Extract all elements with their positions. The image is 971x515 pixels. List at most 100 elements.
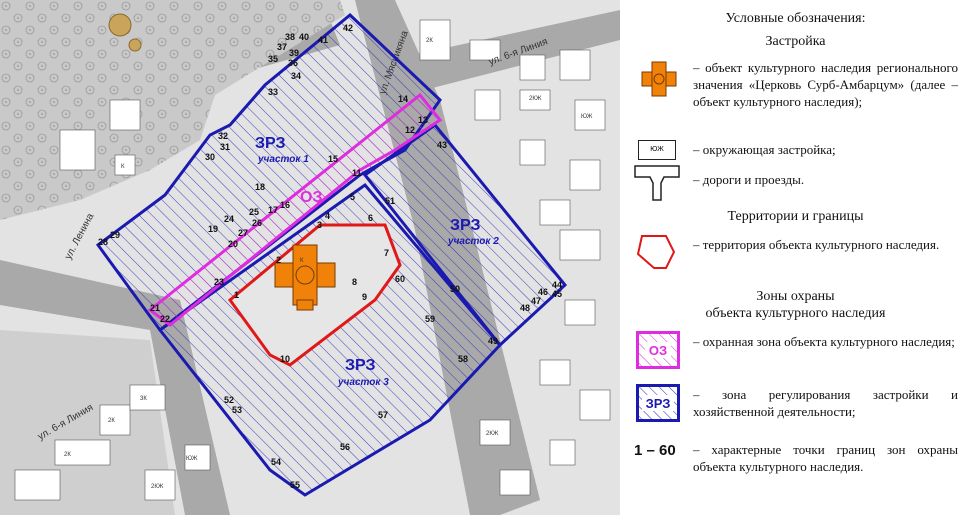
svg-text:2К: 2К: [64, 452, 71, 458]
svg-text:К: К: [121, 164, 125, 170]
legend-oz-text: – охранная зона объекта культурного насл…: [693, 334, 955, 349]
legend-title: Условные обозначения:: [725, 11, 866, 26]
point-label: 9: [362, 292, 367, 302]
zone-label-oz: ОЗ: [300, 189, 322, 206]
point-label: 28: [98, 237, 108, 247]
point-label: 31: [220, 142, 230, 152]
fountain-small: [128, 38, 142, 52]
zone-zrz-3[interactable]: [157, 182, 503, 497]
zone-label-zrz2: ЗРЗ: [450, 217, 481, 234]
point-label: 33: [268, 87, 278, 97]
point-label: 3: [317, 220, 322, 230]
point-label: 49: [488, 336, 498, 346]
territory-symbol: [636, 235, 676, 269]
point-label: 10: [280, 354, 290, 364]
point-label: 52: [224, 395, 234, 405]
point-label: 35: [268, 54, 278, 64]
point-label: 6: [368, 213, 373, 223]
point-label: 7: [384, 248, 389, 258]
point-label: 57: [378, 410, 388, 420]
point-label: 42: [343, 23, 353, 33]
point-label: 4: [325, 211, 330, 221]
zone-sub-zrz1: участок 1: [257, 154, 309, 165]
point-label: 53: [232, 405, 242, 415]
svg-text:2КЖ: 2КЖ: [486, 431, 499, 437]
point-label: 27: [238, 228, 248, 238]
point-label: 60: [395, 274, 405, 284]
point-label: 2: [276, 255, 281, 265]
point-label: 14: [398, 94, 408, 104]
svg-text:2КЖ: 2КЖ: [529, 96, 542, 102]
svg-text:ЗРЗ: ЗРЗ: [646, 396, 671, 411]
point-label: 8: [352, 277, 357, 287]
point-label: 34: [291, 71, 301, 81]
svg-text:3К: 3К: [140, 396, 147, 402]
point-label: 18: [255, 182, 265, 192]
point-label: 46: [538, 287, 548, 297]
point-label: 38: [285, 32, 295, 42]
point-label: 44: [552, 280, 562, 290]
legend-zrz-text: – зона регулирования застройки и хозяйст…: [693, 387, 958, 419]
zone-sub-zrz3: участок 3: [337, 377, 389, 388]
point-label: 1: [234, 290, 239, 300]
zone-label-zrz3: ЗРЗ: [345, 357, 376, 374]
point-label: 5: [350, 192, 355, 202]
surround-building-symbol: ЮЖ: [638, 140, 676, 160]
church-code: К: [300, 258, 304, 264]
point-label: 30: [205, 152, 215, 162]
point-label: 20: [228, 239, 238, 249]
point-label: 45: [552, 289, 562, 299]
point-label: 19: [208, 224, 218, 234]
legend-section-buildings: Застройка: [765, 34, 826, 49]
legend-object-text: – объект культурного наследия региональн…: [693, 60, 958, 109]
point-label: 50: [450, 284, 460, 294]
point-label: 54: [271, 457, 281, 467]
svg-text:ЮЖ: ЮЖ: [581, 114, 593, 120]
map-canvas[interactable]: 2К 2КЖ ЮЖ 2К 2К 3К К ЮЖ 2КЖ 2КЖ ул. Лени…: [0, 0, 620, 515]
point-label: 21: [150, 303, 160, 313]
zone-oz[interactable]: [147, 92, 443, 327]
zone-zrz-1[interactable]: [95, 13, 442, 333]
park-area-bottom: [0, 330, 175, 515]
svg-text:2К: 2К: [426, 38, 433, 44]
svg-text:2КЖ: 2КЖ: [151, 484, 164, 490]
point-label: 12: [405, 125, 415, 135]
oz-symbol: ОЗ: [636, 331, 680, 369]
point-label: 48: [520, 303, 530, 313]
legend-panel: Условные обозначения: Застройка – объект…: [620, 0, 971, 515]
legend-section-zones-2: объекта культурного наследия: [705, 306, 886, 321]
svg-text:ЮЖ: ЮЖ: [186, 456, 198, 462]
boundary-points: 1 2 3 4 5 6 7 8 9 10 11 12 13 14 15 16 1…: [98, 23, 562, 490]
legend-surround-text: – окружающая застройка;: [693, 142, 836, 157]
point-label: 43: [437, 140, 447, 150]
point-label: 22: [160, 314, 170, 324]
point-label: 47: [531, 296, 541, 306]
road-line6-top: [390, 10, 620, 95]
point-label: 32: [218, 131, 228, 141]
zone-sub-zrz2: участок 2: [447, 236, 499, 247]
point-label: 41: [318, 35, 328, 45]
surround-buildings: [14, 19, 611, 501]
svg-text:ОЗ: ОЗ: [649, 343, 667, 358]
church-object-symbol: [641, 61, 677, 97]
legend-section-zones-1: Зоны охраны: [756, 289, 835, 304]
point-label: 26: [252, 218, 262, 228]
legend-section-territories: Территории и границы: [727, 209, 864, 224]
legend-roads-text: – дороги и проезды.: [693, 172, 805, 187]
point-label: 40: [299, 32, 309, 42]
zrz-symbol: ЗРЗ: [636, 384, 680, 422]
point-label: 17: [268, 205, 278, 215]
legend-range-label: 1 – 60: [634, 442, 676, 459]
point-label: 24: [224, 214, 234, 224]
point-label: 36: [288, 58, 298, 68]
point-label: 59: [425, 314, 435, 324]
zone-zrz-2[interactable]: [362, 122, 568, 348]
zone-label-zrz1: ЗРЗ: [255, 135, 286, 152]
point-label: 56: [340, 442, 350, 452]
legend-range-text: – характерные точки границ зон охраны об…: [693, 442, 958, 474]
point-label: 23: [214, 277, 224, 287]
point-label: 58: [458, 354, 468, 364]
church-object[interactable]: [274, 244, 336, 311]
point-label: 39: [289, 48, 299, 58]
point-label: 13: [418, 115, 428, 125]
